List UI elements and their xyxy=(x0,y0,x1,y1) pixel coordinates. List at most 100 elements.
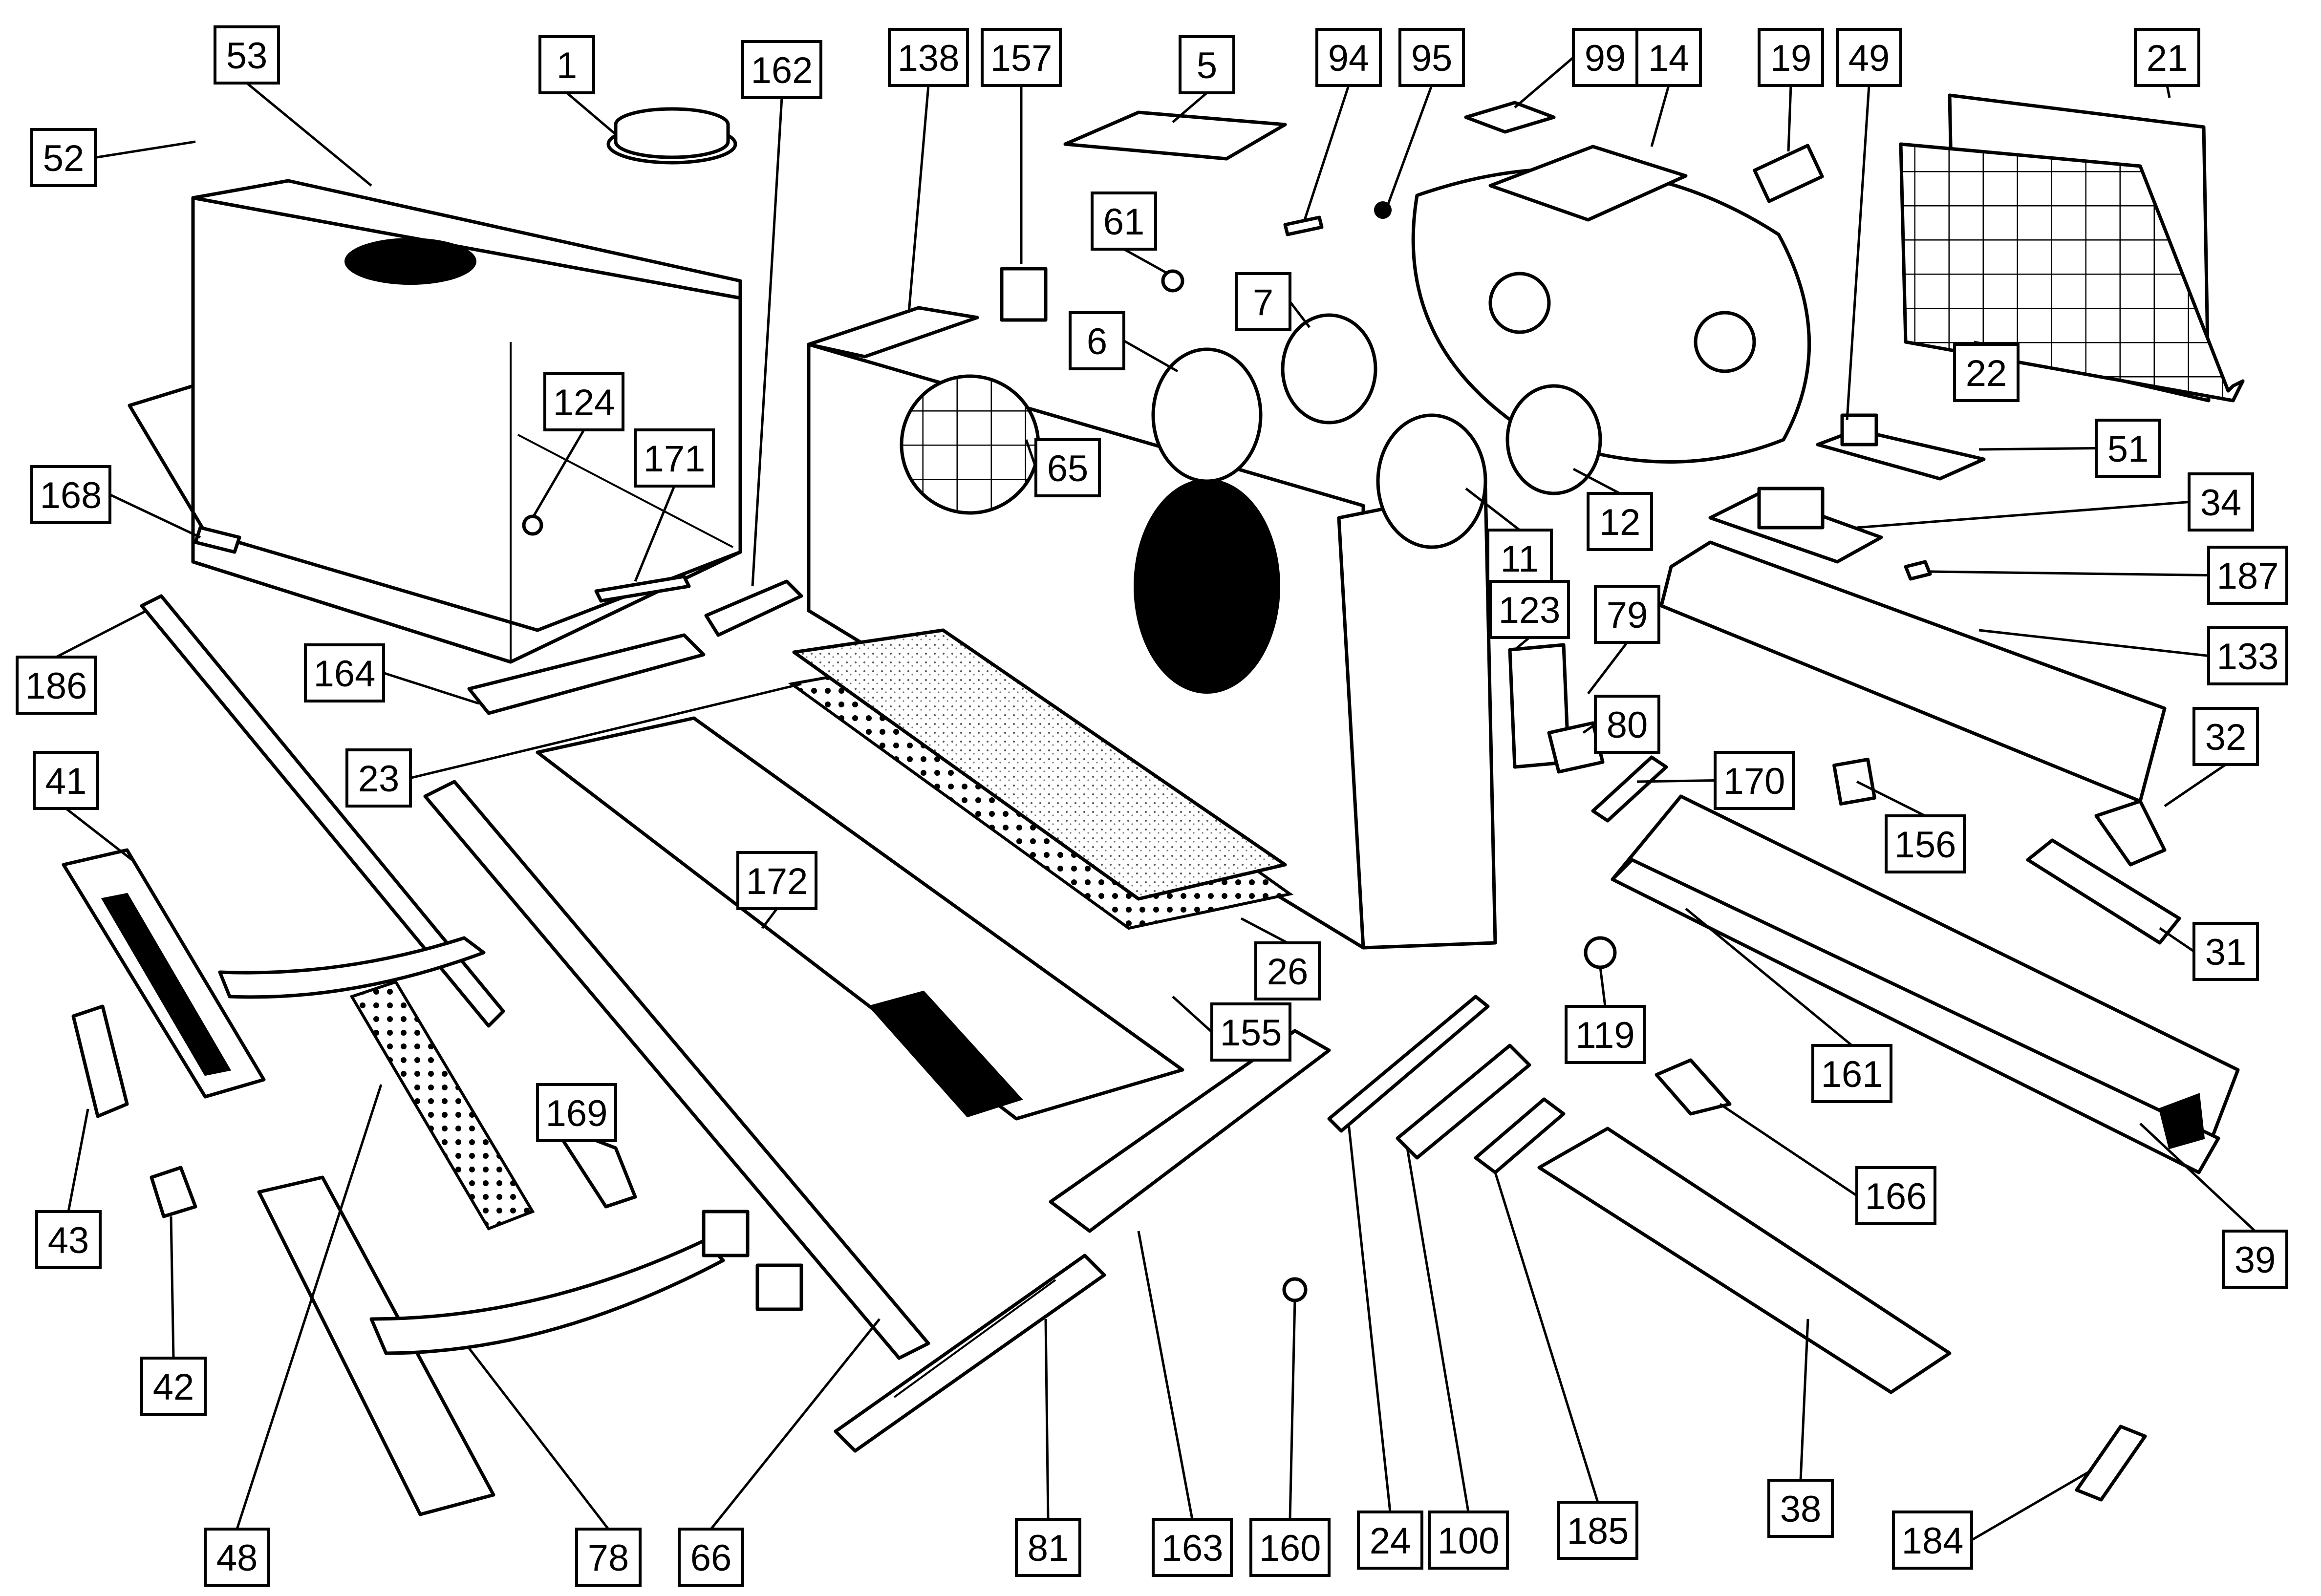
leader-line-164 xyxy=(383,672,479,705)
leader-line-51 xyxy=(1978,447,2097,451)
bracket-185-part xyxy=(1474,1097,1566,1174)
label-box-21 xyxy=(2134,28,2200,87)
part-label-164: 164 xyxy=(304,643,479,705)
leader-line-133 xyxy=(1978,629,2209,657)
leader-line-119 xyxy=(1599,967,1607,1007)
label-box-1 xyxy=(538,35,595,94)
label-text-155: 155 xyxy=(1220,1012,1282,1054)
part-label-81: 81 xyxy=(1015,1319,1081,1577)
part-label-22: 22 xyxy=(1953,340,2020,402)
label-text-49: 49 xyxy=(1848,38,1890,79)
part-label-138: 138 xyxy=(888,28,969,313)
leader-line-78 xyxy=(468,1347,609,1530)
leader-line-5 xyxy=(1172,92,1208,123)
clip-160-part xyxy=(1282,1277,1308,1302)
label-box-163 xyxy=(1152,1518,1233,1577)
part-label-26: 26 xyxy=(1240,917,1321,1000)
part-label-65: 65 xyxy=(1025,438,1101,497)
part-label-23: 23 xyxy=(345,682,802,808)
part-label-171: 171 xyxy=(634,428,715,582)
label-text-53: 53 xyxy=(226,35,268,77)
leader-line-123 xyxy=(1514,637,1530,651)
label-box-49 xyxy=(1836,28,1902,87)
part-label-170: 170 xyxy=(1636,751,1795,810)
label-text-39: 39 xyxy=(2235,1239,2276,1281)
capacitor-part xyxy=(1816,413,1986,481)
label-box-24 xyxy=(1357,1511,1423,1570)
label-text-161: 161 xyxy=(1821,1054,1883,1095)
label-box-51 xyxy=(2095,419,2161,478)
label-text-48: 48 xyxy=(216,1537,258,1579)
tube-31-part xyxy=(2026,838,2181,945)
label-text-42: 42 xyxy=(153,1366,194,1408)
label-box-78 xyxy=(575,1528,642,1587)
label-box-52 xyxy=(30,128,97,187)
leader-line-79 xyxy=(1587,641,1628,695)
leader-line-168 xyxy=(109,493,201,539)
part-label-53: 53 xyxy=(214,25,372,187)
part-label-7: 7 xyxy=(1235,272,1311,331)
label-box-43 xyxy=(35,1210,102,1269)
part-label-5: 5 xyxy=(1172,35,1235,123)
leader-line-124 xyxy=(531,429,585,519)
label-text-43: 43 xyxy=(48,1220,89,1261)
leader-line-99 xyxy=(1514,56,1574,108)
holder-32-part xyxy=(2094,799,2167,867)
part-label-32: 32 xyxy=(2164,707,2259,808)
part-label-155: 155 xyxy=(1172,996,1291,1062)
label-text-80: 80 xyxy=(1607,704,1648,746)
fan-wheels-part xyxy=(1151,347,1487,549)
screw-168-part xyxy=(193,526,241,554)
part-label-163: 163 xyxy=(1137,1231,1233,1577)
label-text-1: 1 xyxy=(557,45,577,86)
label-text-168: 168 xyxy=(40,475,102,516)
label-box-155 xyxy=(1210,1002,1291,1062)
label-box-11 xyxy=(1486,529,1553,588)
label-box-79 xyxy=(1594,585,1660,644)
label-box-95 xyxy=(1398,28,1465,87)
label-box-80 xyxy=(1594,695,1660,754)
label-text-156: 156 xyxy=(1894,824,1956,866)
label-box-157 xyxy=(981,28,1062,87)
part-label-162: 162 xyxy=(741,40,822,587)
label-text-23: 23 xyxy=(358,758,400,800)
strip-170-part xyxy=(1591,755,1668,823)
long-plate-38-part xyxy=(1537,1127,1952,1394)
label-text-187: 187 xyxy=(2217,555,2279,597)
label-box-31 xyxy=(2192,922,2259,981)
label-text-162: 162 xyxy=(751,50,813,91)
label-box-168 xyxy=(30,465,111,524)
leader-line-21 xyxy=(2166,85,2171,98)
part-label-94: 94 xyxy=(1303,28,1382,220)
label-box-5 xyxy=(1179,35,1235,94)
label-text-94: 94 xyxy=(1328,38,1370,79)
label-text-26: 26 xyxy=(1267,951,1309,993)
label-text-95: 95 xyxy=(1411,38,1453,79)
label-text-169: 169 xyxy=(546,1093,608,1134)
round-collar-part xyxy=(606,107,737,165)
perforated-bar-part xyxy=(349,980,535,1231)
label-text-124: 124 xyxy=(553,382,615,424)
leader-line-41 xyxy=(65,808,133,861)
label-text-51: 51 xyxy=(2107,428,2149,470)
leader-line-187 xyxy=(1930,570,2209,576)
part-label-39: 39 xyxy=(2139,1123,2288,1289)
part-label-24: 24 xyxy=(1347,1123,1423,1570)
label-text-184: 184 xyxy=(1902,1520,1964,1562)
drawer-panel-part xyxy=(536,716,1184,1121)
label-box-119 xyxy=(1565,1005,1646,1064)
label-text-100: 100 xyxy=(1438,1520,1500,1562)
leader-line-81 xyxy=(1044,1319,1050,1520)
leader-line-61 xyxy=(1123,248,1169,275)
leader-line-39 xyxy=(2139,1123,2256,1232)
lower-frame-part xyxy=(1611,794,2240,1174)
label-box-6 xyxy=(1069,311,1125,370)
grommet-119-part xyxy=(1584,936,1617,969)
label-text-123: 123 xyxy=(1499,590,1561,631)
part-label-119: 119 xyxy=(1565,967,1646,1064)
part-label-133: 133 xyxy=(1978,626,2288,685)
label-box-34 xyxy=(2188,472,2254,532)
part-label-156: 156 xyxy=(1856,780,1966,873)
label-box-81 xyxy=(1015,1518,1081,1577)
